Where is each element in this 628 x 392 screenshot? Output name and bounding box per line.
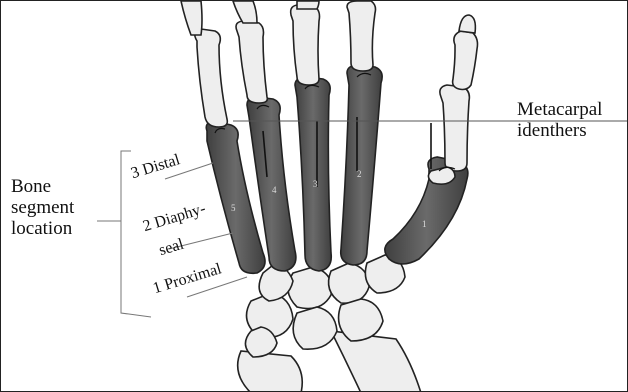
metacarpal-1 [385,157,468,264]
metacarpal-number-2: 2 [357,169,362,179]
radius-bone [331,331,421,392]
ulna-bone [238,351,303,392]
bone-segment-location-label: Bone segment location [11,176,74,239]
metacarpal-2 [341,65,382,265]
metacarpal-identifiers-label: Metacarpal identhers [517,99,602,141]
metacarpal-number-4: 4 [272,185,277,195]
metacarpal-3 [295,77,331,271]
metacarpal-number-1: 1 [422,219,427,229]
metacarpal-label-line-1: Metacarpal [517,99,602,120]
metacarpal-number-3: 3 [313,179,318,189]
thumb-distal-phalanx [453,31,478,90]
bone-label-line-1: Bone [11,176,74,197]
metacarpal-bones [206,65,468,273]
metacarpal-label-line-2: identhers [517,120,602,141]
metacarpal-number-5: 5 [231,203,236,213]
bone-label-line-2: segment [11,197,74,218]
thumb-proximal-phalanx [440,85,470,171]
bone-label-line-3: location [11,218,74,239]
